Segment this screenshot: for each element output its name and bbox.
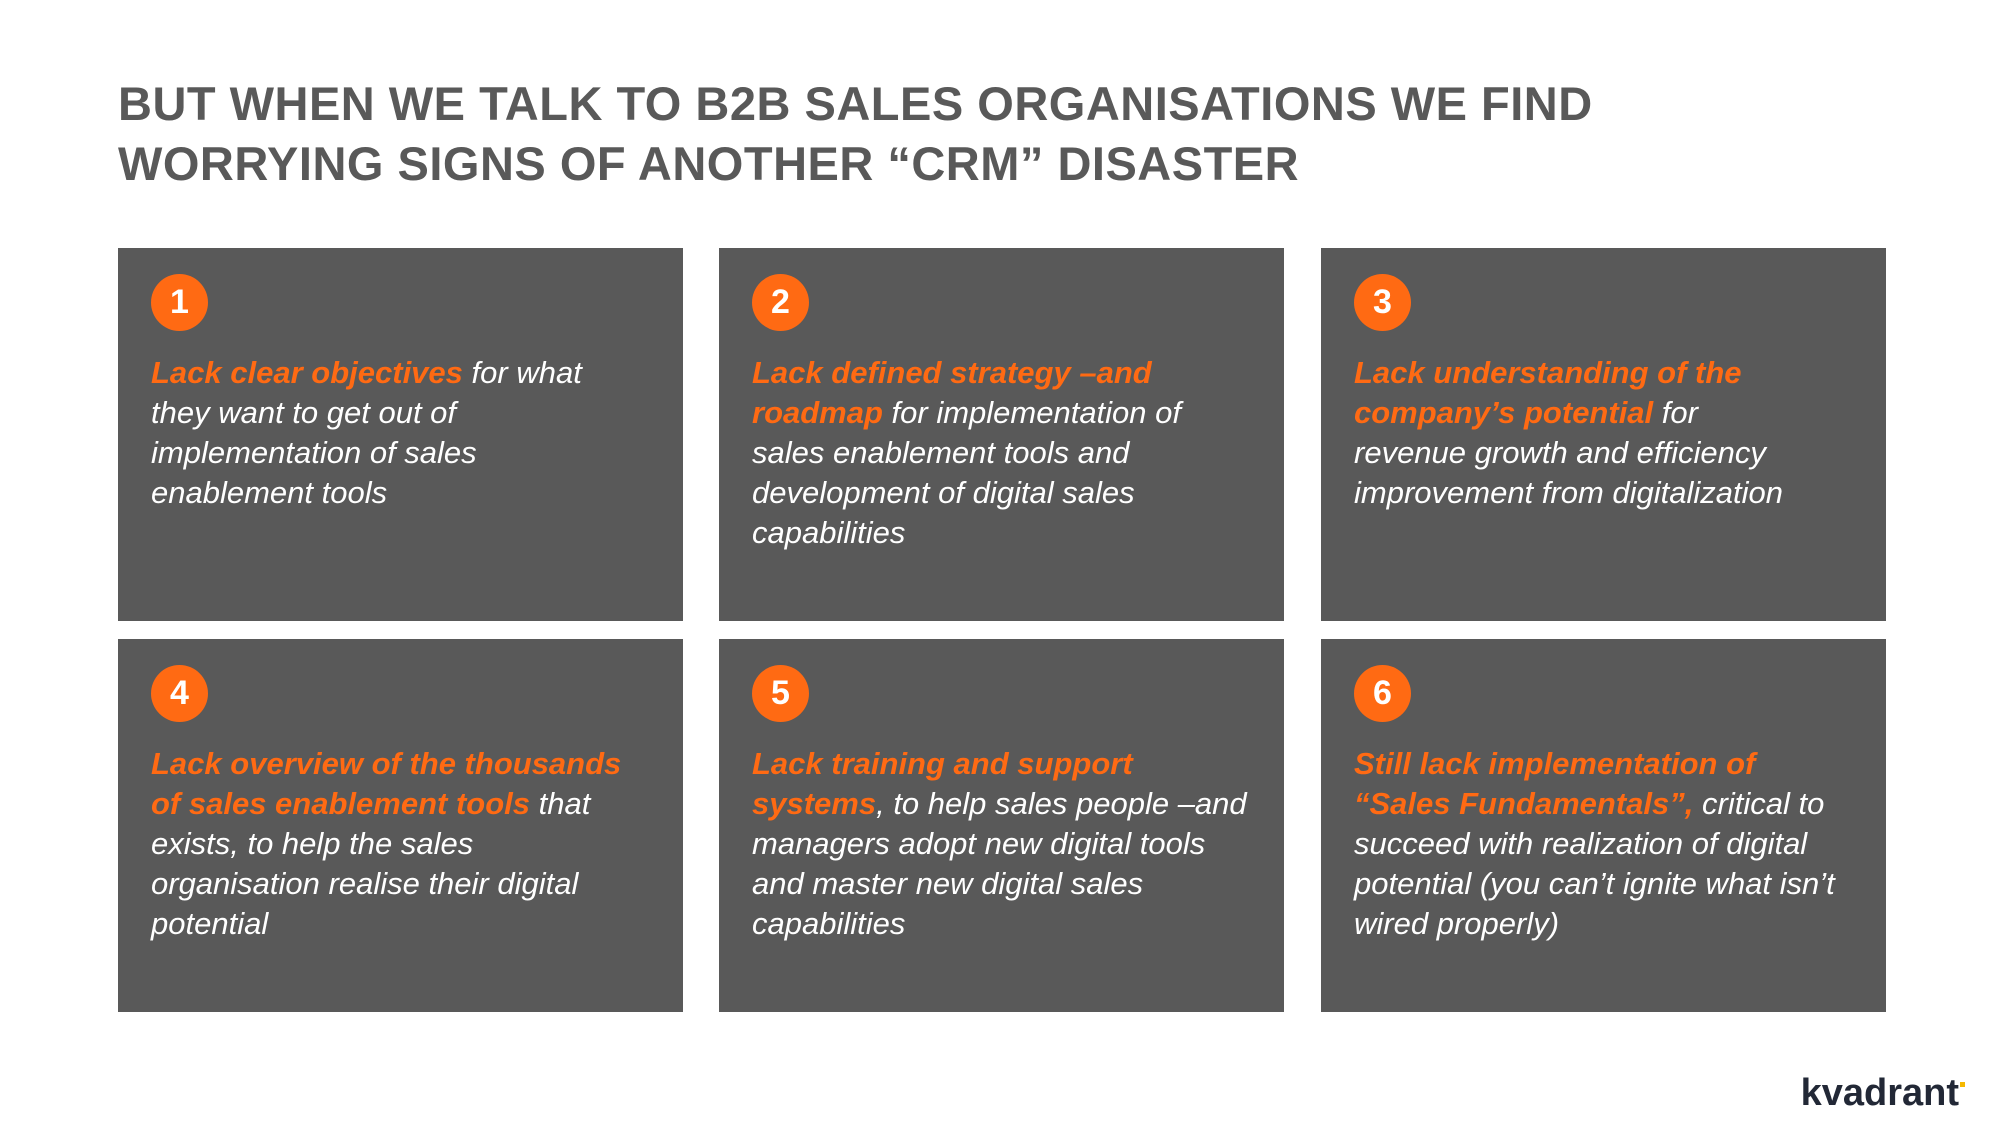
card-highlight: Lack training and support systems (752, 746, 1133, 821)
card-1: 1 Lack clear objectives for what they wa… (118, 248, 683, 621)
card-4: 4 Lack overview of the thousands of sale… (118, 639, 683, 1012)
card-highlight: Still lack implementation of “Sales Fund… (1354, 746, 1756, 821)
number-badge: 4 (151, 665, 208, 722)
card-highlight: Lack overview of the thousands of sales … (151, 746, 622, 821)
title-line-2: WORRYING SIGNS OF ANOTHER “CRM” DISASTER (118, 137, 1300, 190)
card-body: for revenue growth and efficiency improv… (1354, 395, 1784, 510)
card-body: for implementation of sales enablement t… (752, 395, 1182, 550)
card-text: Lack training and support systems, to he… (752, 744, 1247, 944)
card-text: Lack understanding of the company’s pote… (1354, 353, 1794, 513)
card-2: 2 Lack defined strategy –and roadmap for… (719, 248, 1284, 621)
card-highlight: Lack defined strategy –and roadmap (752, 355, 1152, 430)
card-6: 6 Still lack implementation of “Sales Fu… (1321, 639, 1886, 1012)
card-highlight: Lack understanding of the company’s pote… (1354, 355, 1742, 430)
title-line-1: BUT WHEN WE TALK TO B2B SALES ORGANISATI… (118, 77, 1593, 130)
card-body: for what they want to get out of impleme… (151, 355, 582, 510)
logo-dot-icon (1960, 1082, 1965, 1087)
number-badge: 2 (752, 274, 809, 331)
card-body: , to help sales people –and managers ado… (752, 786, 1247, 941)
number-badge: 1 (151, 274, 208, 331)
card-highlight: Lack clear objectives (151, 355, 463, 390)
card-3: 3 Lack understanding of the company’s po… (1321, 248, 1886, 621)
kvadrant-logo: kvadrant (1801, 1072, 1965, 1115)
card-text: Lack clear objectives for what they want… (151, 353, 646, 513)
number-badge: 3 (1354, 274, 1411, 331)
logo-text: kvadrant (1800, 1072, 1959, 1114)
card-text: Still lack implementation of “Sales Fund… (1354, 744, 1849, 944)
number-badge: 5 (752, 665, 809, 722)
page-title: BUT WHEN WE TALK TO B2B SALES ORGANISATI… (118, 74, 1918, 194)
card-text: Lack defined strategy –and roadmap for i… (752, 353, 1192, 553)
card-5: 5 Lack training and support systems, to … (719, 639, 1284, 1012)
card-body: that exists, to help the sales organisat… (151, 786, 591, 941)
card-body: critical to succeed with realization of … (1354, 786, 1835, 941)
card-text: Lack overview of the thousands of sales … (151, 744, 646, 944)
number-badge: 6 (1354, 665, 1411, 722)
